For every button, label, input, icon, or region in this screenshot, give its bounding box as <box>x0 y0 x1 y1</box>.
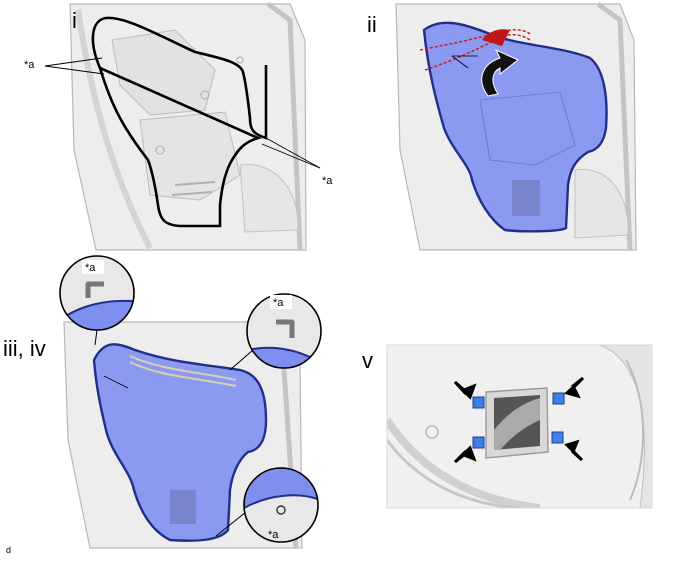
arrow-icon <box>453 445 477 464</box>
clip-marker <box>472 396 485 409</box>
clip-marker <box>551 431 564 444</box>
panel-ii <box>390 2 638 252</box>
clip-marker <box>472 436 485 449</box>
callout-a-zoom-tr: *a <box>273 297 284 309</box>
panel-i: *a *a <box>24 2 333 252</box>
callout-leader <box>44 57 103 67</box>
door-inner-panel-ii <box>390 2 638 252</box>
door-inner-panel-iii <box>56 318 308 550</box>
zoom-bottom: *a <box>215 467 319 543</box>
callout-a-right: *a <box>322 175 333 187</box>
service-hole <box>512 180 540 216</box>
clip-marker <box>552 392 565 405</box>
door-inner-panel-v <box>387 345 652 508</box>
callout-a-zoom-bottom: *a <box>268 529 279 541</box>
step-label-v: v <box>362 348 373 373</box>
curved-arrow-icon <box>481 48 519 97</box>
callout-leader <box>265 137 321 169</box>
arrow-icon <box>453 380 477 400</box>
callout-a-top: *a <box>24 59 35 71</box>
figure-code: d <box>6 545 12 555</box>
seal-outline <box>91 16 268 228</box>
step-label-ii: ii <box>367 12 377 37</box>
panel-iii-iv: *a *a *a <box>56 255 322 550</box>
callout-a-zoom-tl: *a <box>85 262 96 274</box>
callout-leader <box>44 65 105 75</box>
protective-sheet <box>92 343 268 542</box>
service-hole <box>170 490 196 524</box>
arrow-icon <box>564 439 584 462</box>
step-label-iii-iv: iii, iv <box>3 336 46 361</box>
panel-v <box>386 344 653 509</box>
callout-leader <box>261 143 321 169</box>
arrow-icon <box>564 376 585 399</box>
door-inner-panel-i <box>62 2 308 252</box>
step-label-i: i <box>72 8 77 33</box>
protective-sheet <box>422 21 608 233</box>
wire-connector <box>482 29 510 46</box>
